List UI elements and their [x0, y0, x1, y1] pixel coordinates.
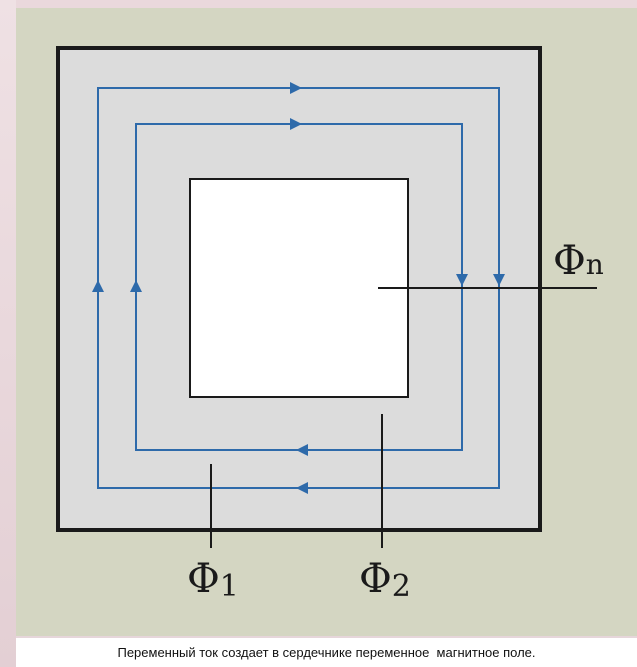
label-phi-1: Φ1	[187, 556, 239, 604]
arrow-outer-right	[493, 274, 505, 286]
figure-caption: Переменный ток создает в сердечнике пере…	[16, 638, 637, 667]
core-window	[189, 178, 409, 398]
arrow-outer-bottom	[296, 482, 308, 494]
arrow-inner-top	[290, 118, 302, 130]
arrow-inner-left	[130, 280, 142, 292]
top-decor-stripe	[0, 0, 637, 8]
arrow-outer-top	[290, 82, 302, 94]
left-decor-stripe	[0, 0, 16, 667]
flux-arrows-inner	[130, 118, 468, 456]
label-phi-2: Φ2	[359, 556, 411, 604]
flux-arrows-outer	[92, 82, 505, 494]
label-phi-n: Φn	[553, 238, 604, 284]
arrow-inner-right	[456, 274, 468, 286]
arrow-outer-left	[92, 280, 104, 292]
arrow-inner-bottom	[296, 444, 308, 456]
